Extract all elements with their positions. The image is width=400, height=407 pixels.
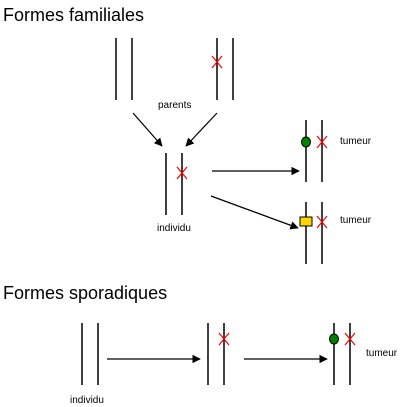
label-individu-familial: individu (157, 223, 191, 234)
label-tumeur-3: tumeur (366, 348, 398, 359)
yellow-square-icon (299, 216, 313, 227)
label-tumeur-2: tumeur (340, 215, 372, 226)
red-x-icon (344, 332, 356, 346)
red-x-icon (176, 166, 188, 180)
section-title-familial: Formes familiales (3, 5, 145, 25)
red-x-icon (211, 55, 223, 69)
label-individu-sporadic: individu (70, 395, 104, 406)
arrow-individu-to-tumeur2 (210, 195, 299, 230)
red-x-icon (316, 135, 328, 149)
green-circle-icon (329, 333, 339, 345)
red-x-icon (316, 215, 328, 229)
red-x-icon (218, 332, 230, 346)
section-title-sporadic: Formes sporadiques (3, 283, 168, 303)
label-parents: parents (158, 100, 192, 111)
arrow-parent2-to-individu (185, 112, 218, 147)
arrow-parent1-to-individu (132, 112, 163, 147)
label-tumeur-1: tumeur (340, 136, 372, 147)
green-circle-icon (301, 136, 311, 148)
